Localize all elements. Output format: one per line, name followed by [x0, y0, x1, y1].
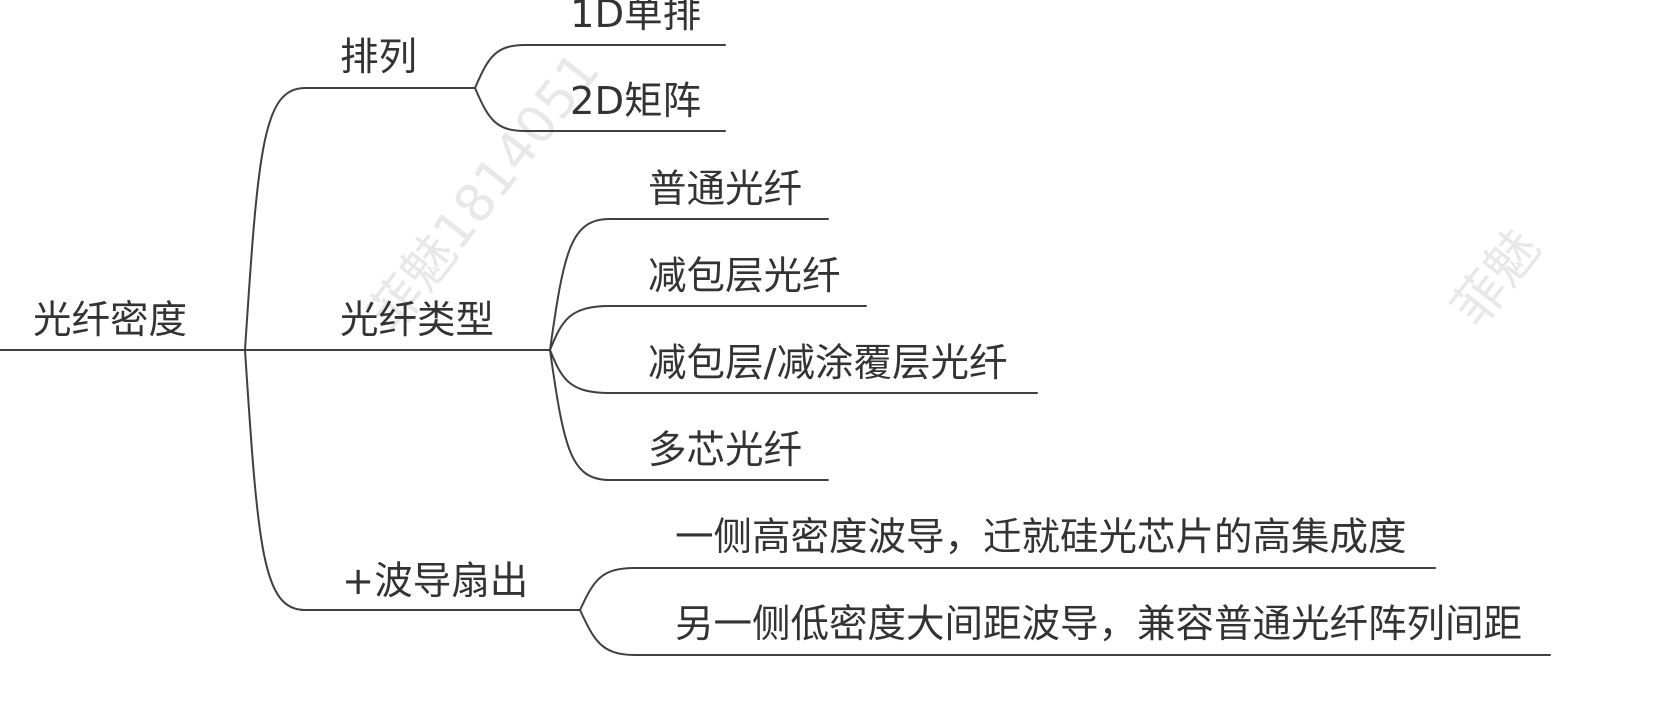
subtopic-connector — [474, 87, 726, 132]
subtopic-connector — [549, 349, 1038, 394]
subtopic-connector — [549, 218, 829, 351]
subtopic-label: 2D矩阵 — [570, 79, 701, 124]
watermark-text: 菲魅 — [1441, 219, 1552, 338]
subtopic-connector — [579, 609, 1551, 656]
subtopic-connector — [549, 305, 867, 351]
subtopic-label: 普通光纤 — [648, 167, 802, 212]
subtopic-2d-matrix: 2D矩阵 — [474, 79, 726, 132]
subtopic-connector — [474, 44, 726, 89]
subtopic-label: 另一侧低密度大间距波导，兼容普通光纤阵列间距 — [675, 602, 1522, 647]
subtopic-connector — [549, 349, 829, 481]
subtopic-low-density-side: 另一侧低密度大间距波导，兼容普通光纤阵列间距 — [579, 602, 1551, 656]
branch-topic-label: +波导扇出 — [342, 559, 528, 604]
root-topic: 光纤密度 — [0, 298, 246, 351]
subtopic-label: 减包层光纤 — [648, 254, 841, 299]
branch-topic-waveguide-fanout: +波导扇出 一侧高密度波导，迁就硅光芯片的高集成度 另一侧低密度大间距波导，兼容… — [244, 349, 1551, 656]
subtopic-connector — [579, 567, 1436, 611]
subtopic-label: 一侧高密度波导，迁就硅光芯片的高集成度 — [675, 515, 1407, 560]
branch-topic-arrangement: 排列 1D单排 2D矩阵 — [244, 0, 726, 351]
branch-connector-waveguide-fanout — [244, 349, 581, 611]
subtopic-1d-single-row: 1D单排 — [474, 0, 726, 89]
subtopic-high-density-side: 一侧高密度波导，迁就硅光芯片的高集成度 — [579, 515, 1436, 611]
subtopic-label: 减包层/减涂覆层光纤 — [648, 341, 1007, 386]
subtopic-multicore-fiber: 多芯光纤 — [549, 349, 829, 481]
branch-connector-arrangement — [244, 87, 476, 351]
subtopic-standard-fiber: 普通光纤 — [549, 167, 829, 351]
subtopic-label: 1D单排 — [570, 0, 701, 37]
branch-topic-fiber-type: 光纤类型 普通光纤 减包层光纤 减包层/减涂覆层光纤 多芯光纤 — [244, 167, 1038, 481]
branch-topic-label: 排列 — [340, 35, 417, 80]
branch-topic-label: 光纤类型 — [340, 298, 494, 343]
subtopic-reduced-cladding-fiber: 减包层光纤 — [549, 254, 867, 351]
subtopic-label: 多芯光纤 — [648, 428, 802, 473]
watermark-layer: 菲魅1814051 菲魅 — [358, 42, 1552, 343]
root-topic-label: 光纤密度 — [33, 298, 187, 343]
subtopic-reduced-cladding-coating-fiber: 减包层/减涂覆层光纤 — [549, 341, 1038, 394]
